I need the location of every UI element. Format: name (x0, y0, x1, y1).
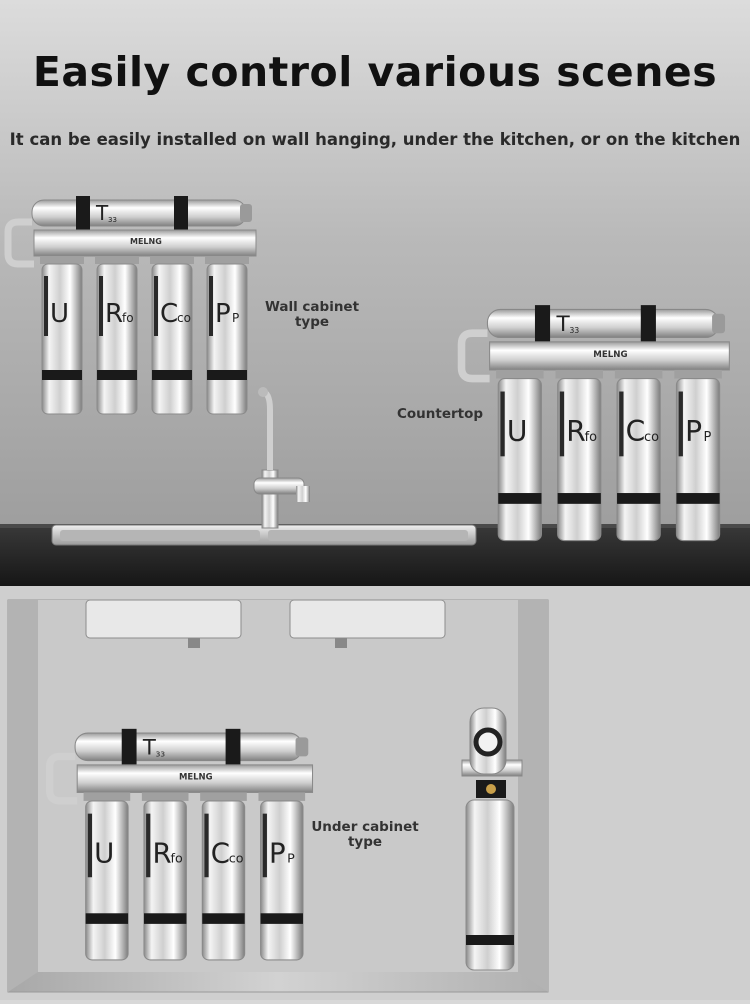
cartridge-letter: P (685, 415, 702, 448)
brand-logo: MELNG (593, 350, 627, 360)
cartridge-letter: P (269, 837, 286, 869)
cartridge-subletter: co (229, 850, 244, 865)
cartridge-letter: C (211, 837, 230, 869)
cartridge-letter: U (507, 415, 528, 448)
countertop-label: Countertop (396, 406, 484, 422)
wall-cabinet-label: Wall cabinet type (262, 300, 362, 330)
cartridge-subletter: co (177, 311, 191, 325)
cartridge-subletter: fo (122, 311, 134, 325)
cartridge-subletter: fo (170, 850, 182, 865)
filter-number: 33 (108, 216, 117, 224)
wall-cabinet-label-line1: Wall cabinet (264, 299, 360, 315)
cartridge-letter: C (626, 415, 646, 448)
cartridge-subletter: P (703, 430, 711, 445)
cartridge-subletter: co (644, 430, 659, 445)
cartridge-subletter: P (287, 850, 295, 865)
cartridge-subletter: fo (585, 430, 598, 445)
under-cabinet-label-line1: Under cabinet (311, 819, 419, 835)
cartridge-subletter: P (232, 311, 239, 325)
subheadline: It can be easily installed on wall hangi… (9, 130, 741, 149)
filter-number: 33 (570, 326, 580, 335)
cartridge-letter: R (566, 415, 586, 448)
filter-mark-t: T (142, 734, 156, 759)
headline: Easily control various scenes (32, 48, 718, 96)
brand-logo: MELNG (130, 237, 162, 246)
cartridge-letter: U (50, 299, 69, 329)
side-view-filter (461, 707, 523, 971)
faucet (253, 387, 310, 529)
cartridge-letter: R (152, 837, 171, 869)
under-cabinet-label-line2: type (347, 834, 383, 850)
cartridge-letter: U (94, 837, 114, 869)
filter-mark-t: T (556, 312, 571, 337)
cartridge-letter: P (215, 299, 231, 329)
filter-number: 33 (156, 749, 166, 758)
cartridge-letter: C (160, 299, 178, 329)
wall-cabinet-label-line2: type (294, 314, 330, 330)
under-cabinet-label: Under cabinet type (300, 820, 430, 850)
cartridge-letter: R (105, 299, 123, 329)
brand-logo: MELNG (179, 772, 213, 782)
filter-mark-t: T (95, 201, 109, 225)
